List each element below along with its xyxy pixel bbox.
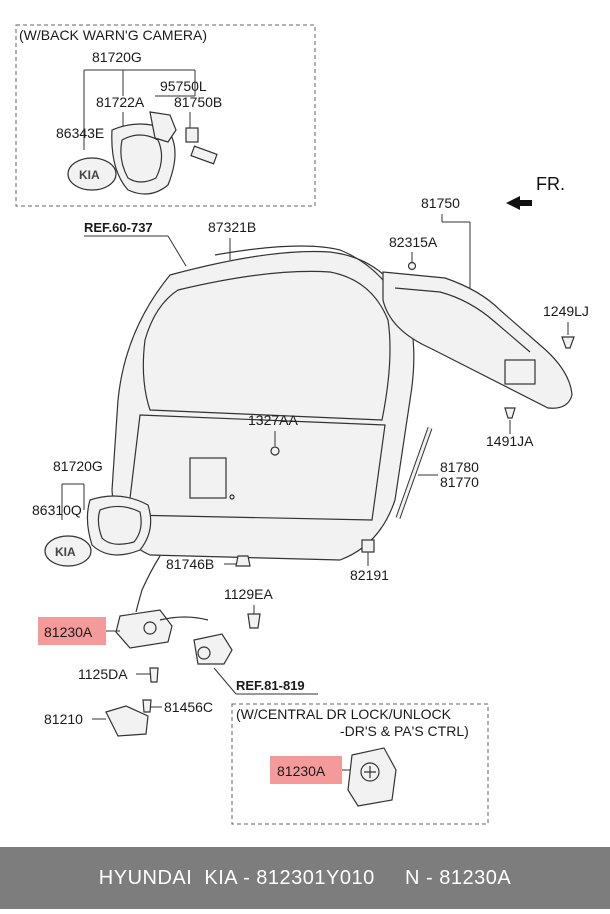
label-81720g-mid: 81720G — [53, 458, 103, 474]
tailgate-latch-part — [115, 609, 209, 649]
kia-emblem-small — [67, 157, 117, 191]
label-86343e: 86343E — [56, 125, 104, 141]
kia-emblem-large — [44, 535, 92, 567]
latch-cover-part — [105, 705, 149, 737]
label-81780: 81780 — [440, 459, 479, 475]
direction-label: FR. — [536, 174, 565, 194]
label-82315a: 82315A — [389, 234, 438, 250]
label-1327aa: 1327AA — [248, 412, 298, 428]
camera-box-title: (W/BACK WARN'G CAMERA) — [19, 27, 207, 43]
label-82191: 82191 — [350, 567, 389, 583]
footer-text: HYUNDAI KIA - 812301Y010 N - 81230A — [98, 866, 512, 889]
label-86310q: 86310Q — [32, 502, 82, 518]
label-1491ja: 1491JA — [486, 433, 534, 449]
label-81750: 81750 — [421, 195, 460, 211]
rear-garnish-part — [86, 495, 152, 556]
label-81722a: 81722A — [96, 94, 145, 110]
label-1129ea: 1129EA — [224, 586, 273, 602]
gas-lift-part — [395, 427, 433, 519]
central-lock-option-box: (W/CENTRAL DR LOCK/UNLOCK -DR'S & PA'S C… — [231, 703, 489, 825]
part-number-footer: HYUNDAI KIA - 812301Y010 N - 81230A — [0, 847, 610, 909]
tailgate-emblem-recess — [189, 457, 227, 499]
label-1249lj: 1249LJ — [543, 303, 589, 319]
ref-81-819: REF.81-819 — [236, 678, 305, 693]
tailgate-panel — [111, 245, 415, 561]
label-1125da: 1125DA — [78, 666, 128, 682]
label-81746b: 81746B — [166, 556, 214, 572]
lock-box-title-1: (W/CENTRAL DR LOCK/UNLOCK — [236, 706, 452, 722]
highlight-81230a-box — [270, 756, 342, 784]
label-81770: 81770 — [440, 474, 479, 490]
svg-text:KIA: KIA — [55, 545, 76, 559]
lock-box-title-2: -DR'S & PA'S CTRL) — [340, 723, 469, 739]
camera-option-box: (W/BACK WARN'G CAMERA) 81720G 95750L 817… — [15, 24, 316, 207]
label-81750b: 81750B — [174, 94, 222, 110]
label-81210: 81210 — [44, 711, 83, 727]
label-81230a-main: 81230A — [44, 624, 93, 640]
tailgate-trim-part — [382, 271, 573, 409]
label-81456c: 81456C — [164, 699, 213, 715]
label-87321b: 87321B — [208, 219, 256, 235]
label-95750l: 95750L — [160, 78, 207, 94]
camera-bracket-part — [149, 111, 218, 165]
ref-60-737: REF.60-737 — [84, 220, 153, 235]
highlight-81230a-main — [38, 617, 106, 645]
lock-actuator-part — [193, 633, 233, 665]
front-direction-arrow: FR. — [506, 174, 565, 210]
latch-assembly-alt-part — [347, 747, 397, 807]
svg-text:KIA: KIA — [79, 168, 100, 182]
label-81720g-top: 81720G — [92, 49, 142, 65]
label-81230a-box: 81230A — [277, 763, 326, 779]
